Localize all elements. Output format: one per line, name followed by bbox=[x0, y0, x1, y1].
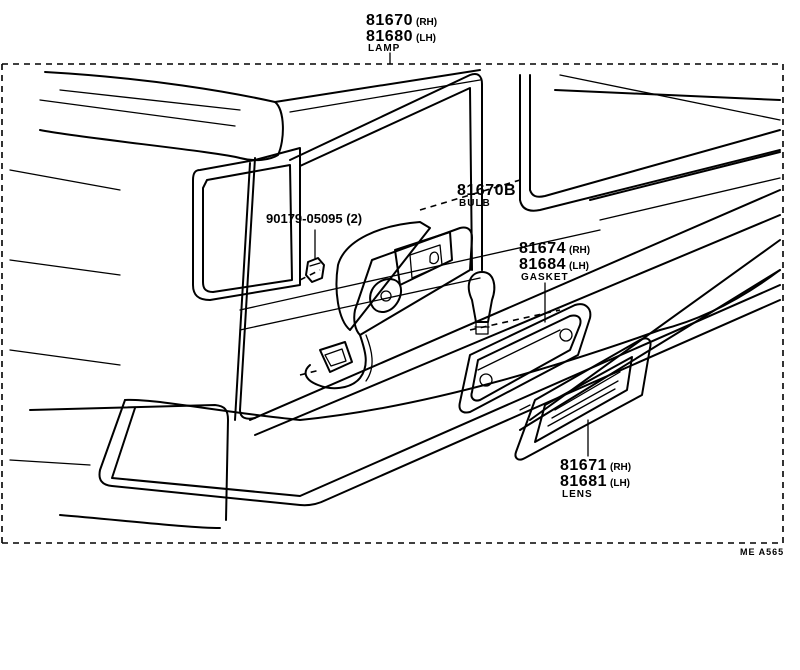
car-body-outline bbox=[9, 69, 781, 521]
lamp-housing-part bbox=[335, 221, 473, 336]
lens-part bbox=[514, 337, 652, 461]
gasket-part bbox=[458, 282, 592, 414]
lamp-name-label: LAMP bbox=[368, 43, 401, 54]
bulb-number-label: 81670B bbox=[457, 182, 517, 199]
frame-border bbox=[1, 63, 784, 544]
reference-code: ME A565 bbox=[740, 547, 785, 557]
lens-lh-label: 81681(LH) bbox=[560, 473, 630, 490]
lamp-lh-label: 81680(LH) bbox=[366, 28, 436, 45]
wire-harness-part bbox=[304, 334, 373, 390]
gasket-rh-label: 81674(RH) bbox=[519, 240, 591, 257]
lens-name-label: LENS bbox=[562, 489, 593, 500]
tail-lamp-outline bbox=[192, 147, 301, 301]
lamp-rh-label: 81670(RH) bbox=[366, 12, 438, 29]
nut-part bbox=[305, 229, 325, 283]
bumper-outline bbox=[59, 269, 781, 529]
gasket-name-label: GASKET bbox=[521, 272, 569, 283]
lens-rh-label: 81671(RH) bbox=[560, 457, 632, 474]
bulb-name-label: BULB bbox=[459, 198, 491, 209]
bulb-part bbox=[467, 214, 496, 335]
gasket-lh-label: 81684(LH) bbox=[519, 256, 589, 273]
plate-recess-outline bbox=[289, 73, 483, 271]
nut-number-label: 90179-05095 (2) bbox=[266, 211, 363, 226]
